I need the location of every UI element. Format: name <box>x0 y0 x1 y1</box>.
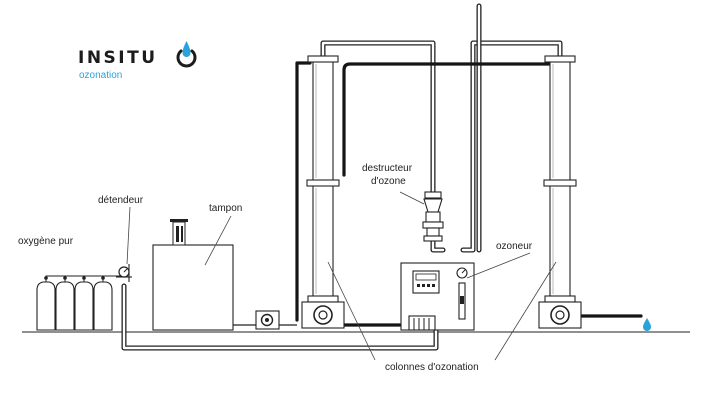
label-regulator: détendeur <box>98 195 144 206</box>
oxygen-feed-pipe <box>121 283 439 351</box>
brand-logo: INSITU ozonation <box>78 41 197 81</box>
label-buffer: tampon <box>209 203 242 214</box>
ozone-destructor <box>422 191 444 242</box>
label-destructor-line1: destructeur <box>362 163 413 174</box>
column-2-leader <box>494 261 557 361</box>
oxygen-bottles <box>36 275 122 331</box>
ozonizer-leader <box>466 252 531 279</box>
destructor-leader <box>399 191 425 205</box>
pressure-regulator <box>116 264 132 282</box>
water-drop-ring-icon <box>176 41 197 68</box>
ozonation-column-2 <box>538 55 582 329</box>
label-oxygen: oxygène pur <box>18 236 74 247</box>
column-1-leader <box>327 261 376 361</box>
column-crossover-pipe <box>320 40 563 253</box>
brand-name: INSITU <box>78 48 158 68</box>
regulator-leader <box>126 206 131 265</box>
ozonation-column-1 <box>301 55 345 329</box>
label-ozonizer: ozoneur <box>496 241 533 252</box>
feed-pump <box>255 310 297 330</box>
buffer-tank <box>152 219 256 331</box>
label-columns: colonnes d'ozonation <box>385 362 479 373</box>
water-inlet-line <box>295 61 312 322</box>
ozonizer <box>400 262 475 331</box>
buffer-leader <box>204 215 232 266</box>
water-drop-icon <box>643 318 651 331</box>
label-destructor-line2: d'ozone <box>371 176 406 187</box>
brand-tagline: ozonation <box>79 70 122 81</box>
ozone-gas-line <box>342 62 552 177</box>
